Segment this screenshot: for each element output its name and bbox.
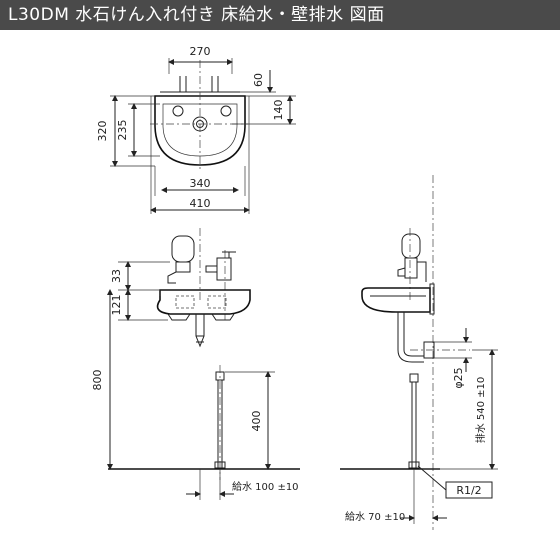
faucet-front	[216, 257, 232, 281]
soap-dispenser	[171, 235, 195, 263]
basin-outline-top	[154, 95, 246, 166]
dim-drain-540: 排水 540 ±10	[474, 377, 487, 444]
front-view: 33 121 800 400 給水 100 ±10	[91, 228, 300, 500]
basin-front	[156, 289, 251, 315]
dim-410: 410	[190, 197, 211, 210]
dim-phi25: φ25	[452, 367, 465, 388]
dim-supply-100: 給水 100 ±10	[232, 480, 299, 493]
dim-400: 400	[250, 411, 263, 432]
dim-235: 235	[116, 120, 129, 141]
dim-33: 33	[110, 269, 123, 283]
dim-800: 800	[91, 370, 104, 391]
dim-60: 60	[252, 73, 265, 87]
dim-340: 340	[190, 177, 211, 190]
dim-supply-70: 給水 70 ±10	[345, 510, 405, 523]
title-bar: L30DM 水石けん入れ付き 床給水・壁排水 図面	[0, 0, 560, 30]
thread-label: R1/2	[456, 484, 481, 497]
dim-270: 270	[190, 45, 211, 58]
drawing-title: L30DM 水石けん入れ付き 床給水・壁排水 図面	[8, 5, 385, 25]
dim-140: 140	[272, 100, 285, 121]
dim-320: 320	[96, 121, 109, 142]
basin-side	[361, 287, 431, 313]
thread-label-box	[445, 481, 493, 499]
side-view: φ25 排水 540 ±10 R1/2 給水 70 ±10	[340, 175, 498, 530]
dim-121: 121	[110, 295, 123, 316]
top-view: 270 340 410 320 235 60 140	[96, 45, 296, 214]
